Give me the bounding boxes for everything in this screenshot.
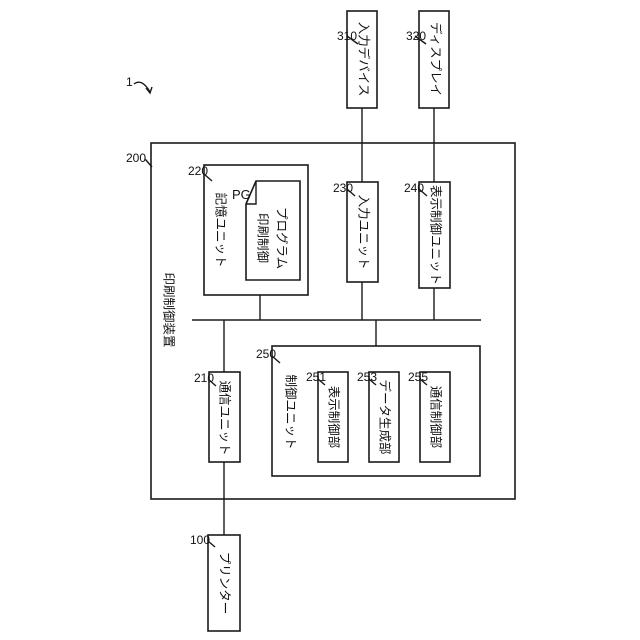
control-unit-ref: 250 — [256, 347, 276, 361]
printer-ref: 100 — [190, 533, 210, 547]
comm-control-part-ref: 255 — [408, 370, 428, 384]
comm-unit-ref: 210 — [194, 371, 214, 385]
comm-control-part-label: 通信制御部 — [429, 386, 444, 449]
storage-unit-label: 記憶ユニット — [214, 192, 229, 267]
input-unit-ref: 230 — [333, 181, 353, 195]
display-control-unit-ref: 240 — [404, 181, 424, 195]
program-label-line2: プログラム — [275, 207, 290, 269]
program-label-line1: 印刷制御 — [256, 213, 271, 263]
display-control-unit-label: 表示制御ユニット — [429, 185, 444, 285]
print-control-device-ref: 200 — [126, 151, 146, 165]
control-unit-box — [272, 346, 480, 476]
printer-label: プリンター — [218, 552, 233, 615]
figure-label: 1 — [126, 75, 133, 89]
control-unit-label: 制御ユニット — [284, 374, 299, 449]
program-document — [246, 181, 300, 280]
comm-unit-label: 通信ユニット — [218, 380, 233, 455]
print-control-device-label: 印刷制御装置 — [162, 272, 177, 347]
input-device-label: 入力デバイス — [357, 22, 372, 97]
program-ref: PG — [232, 187, 251, 202]
input-unit-label: 入力ユニット — [357, 194, 372, 269]
display-label: ディスプレイ — [429, 22, 444, 96]
display-control-part-label: 表示制御部 — [327, 386, 342, 449]
data-generation-part-label: データ生成部 — [378, 379, 393, 454]
data-generation-part-ref: 253 — [357, 370, 377, 384]
display-control-part-ref: 251 — [306, 370, 326, 384]
